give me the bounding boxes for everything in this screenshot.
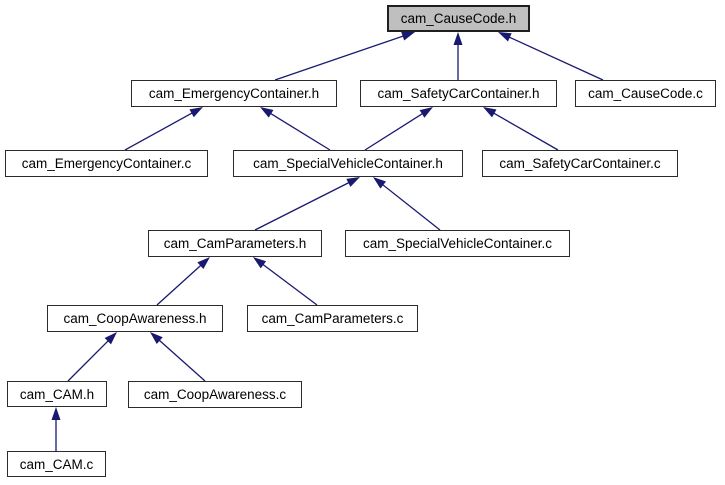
graph-node-cause_h: cam_CauseCode.h bbox=[387, 5, 530, 32]
graph-node-specialvehicle_c[interactable]: cam_SpecialVehicleContainer.c bbox=[345, 230, 570, 257]
arrowhead-icon bbox=[373, 177, 386, 189]
graph-node-safetycar_h[interactable]: cam_SafetyCarContainer.h bbox=[360, 80, 557, 107]
graph-node-emergency_c[interactable]: cam_EmergencyContainer.c bbox=[5, 150, 208, 177]
graph-node-camparameters_c[interactable]: cam_CamParameters.c bbox=[247, 305, 418, 332]
node-label: cam_EmergencyContainer.c bbox=[21, 156, 192, 171]
arrowhead-icon bbox=[260, 107, 274, 118]
node-label: cam_CauseCode.h bbox=[400, 11, 517, 26]
node-label: cam_CauseCode.c bbox=[588, 86, 703, 101]
node-label: cam_SafetyCarContainer.c bbox=[499, 156, 661, 171]
node-label: cam_CoopAwareness.c bbox=[143, 387, 287, 402]
graph-node-specialvehicle_h[interactable]: cam_SpecialVehicleContainer.h bbox=[233, 150, 463, 177]
arrowhead-icon bbox=[150, 332, 163, 345]
include-edge-coopawareness_h-to-camparameters_h bbox=[156, 263, 204, 306]
graph-node-cam_c[interactable]: cam_CAM.c bbox=[7, 451, 106, 477]
include-edge-specialvehicle_c-to-specialvehicle_h bbox=[380, 182, 441, 231]
arrowhead-icon bbox=[401, 31, 415, 41]
node-label: cam_CAM.h bbox=[19, 386, 95, 402]
arrowhead-icon bbox=[51, 407, 61, 420]
include-edge-camparameters_c-to-camparameters_h bbox=[260, 262, 318, 306]
arrowhead-icon bbox=[453, 32, 463, 45]
node-label: cam_EmergencyContainer.h bbox=[148, 86, 320, 101]
node-label: cam_SpecialVehicleContainer.h bbox=[253, 156, 443, 171]
node-label: cam_CamParameters.h bbox=[163, 236, 307, 251]
arrowhead-icon bbox=[197, 257, 210, 270]
arrowhead-icon bbox=[483, 107, 497, 118]
include-edge-emergency_h-to-cause_h bbox=[274, 34, 406, 81]
include-edge-coopawareness_c-to-coopawareness_h bbox=[157, 338, 206, 382]
arrowhead-icon bbox=[104, 332, 117, 345]
include-edge-camparameters_h-to-specialvehicle_h bbox=[254, 180, 352, 231]
include-edge-specialvehicle_h-to-safetycar_h bbox=[364, 111, 425, 151]
arrowhead-icon bbox=[253, 257, 267, 269]
node-label: cam_CoopAwareness.h bbox=[63, 311, 207, 326]
node-label: cam_SafetyCarContainer.h bbox=[377, 86, 540, 101]
arrowhead-icon bbox=[346, 177, 360, 187]
arrowhead-icon bbox=[419, 107, 433, 118]
include-edge-cause_c-to-cause_h bbox=[506, 35, 604, 81]
graph-node-cause_c[interactable]: cam_CauseCode.c bbox=[575, 80, 716, 107]
arrowhead-icon bbox=[189, 107, 203, 118]
node-label: cam_CAM.c bbox=[19, 456, 94, 472]
graph-node-emergency_h[interactable]: cam_EmergencyContainer.h bbox=[131, 80, 337, 107]
graph-node-safetycar_c[interactable]: cam_SafetyCarContainer.c bbox=[482, 150, 678, 177]
graph-node-coopawareness_c[interactable]: cam_CoopAwareness.c bbox=[128, 381, 302, 408]
graph-node-coopawareness_h[interactable]: cam_CoopAwareness.h bbox=[47, 305, 223, 332]
include-edge-specialvehicle_h-to-emergency_h bbox=[268, 111, 331, 151]
graph-node-camparameters_h[interactable]: cam_CamParameters.h bbox=[148, 230, 322, 257]
include-edge-safetycar_c-to-safetycar_h bbox=[491, 111, 559, 151]
node-label: cam_CamParameters.c bbox=[261, 311, 404, 326]
include-edge-cam_h-to-coopawareness_h bbox=[67, 338, 111, 382]
arrowhead-icon bbox=[498, 32, 512, 42]
node-label: cam_SpecialVehicleContainer.c bbox=[362, 236, 553, 251]
include-edge-emergency_c-to-emergency_h bbox=[124, 111, 195, 151]
graph-node-cam_h[interactable]: cam_CAM.h bbox=[7, 381, 107, 407]
